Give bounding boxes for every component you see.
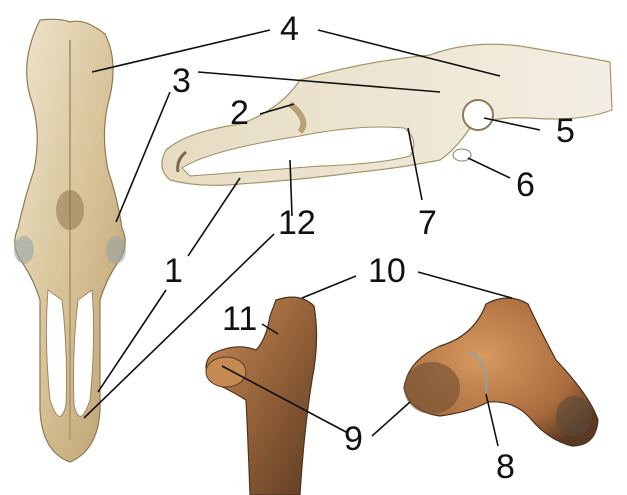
label-4: 4 — [280, 10, 299, 48]
label-3: 3 — [172, 62, 191, 100]
pelvis-dorsal-view — [14, 19, 126, 462]
leader-5 — [484, 118, 540, 130]
label-9: 9 — [344, 420, 363, 458]
leader-10a — [302, 276, 356, 298]
label-8: 8 — [496, 448, 515, 486]
leader-1a — [188, 178, 240, 256]
leader-6 — [468, 158, 510, 178]
label-5: 5 — [556, 112, 575, 150]
label-11: 11 — [222, 300, 257, 338]
leader-3b — [116, 92, 170, 222]
label-6: 6 — [516, 166, 535, 204]
label-2: 2 — [230, 94, 249, 132]
leader-10b — [418, 272, 512, 298]
leader-9b — [372, 402, 410, 436]
label-7: 7 — [418, 204, 437, 242]
leader-1b — [98, 290, 166, 392]
label-10: 10 — [368, 252, 406, 290]
label-1: 1 — [164, 252, 183, 290]
femur-head-view — [404, 298, 598, 446]
label-12: 12 — [278, 204, 316, 242]
